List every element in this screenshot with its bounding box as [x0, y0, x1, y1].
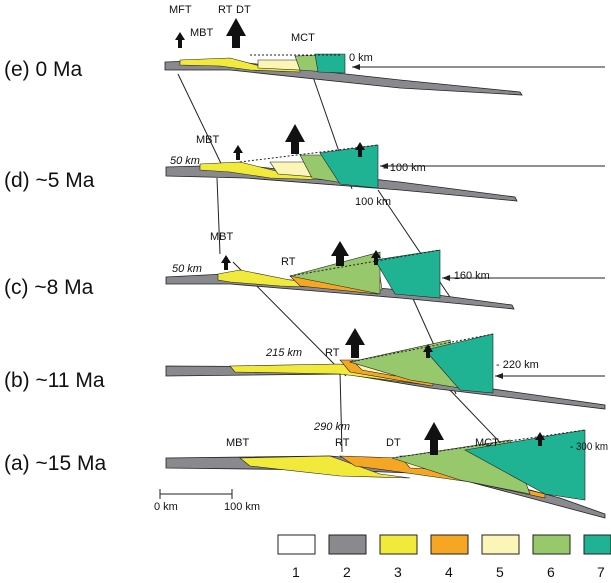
fault-label-rt-a: RT — [335, 437, 350, 449]
distance-e: 0 km — [349, 52, 373, 64]
fault-label-rt-b: RT — [325, 347, 340, 359]
fault-label-mft: MFT — [169, 4, 192, 16]
arrow-c-small-2 — [371, 250, 381, 265]
legend-swatch-6 — [532, 534, 571, 555]
scale-bar — [159, 489, 233, 499]
fault-label-dt-a: DT — [386, 437, 401, 449]
stage-label-d: (d) ~5 Ma — [4, 169, 95, 192]
fault-label-mbt-a: MBT — [226, 437, 250, 449]
scale-end: 100 km — [224, 501, 260, 513]
legend-swatch-5 — [481, 534, 520, 555]
shortening-c: 50 km — [172, 263, 202, 275]
shortening-d: 50 km — [170, 155, 200, 167]
arrow-a-small — [535, 432, 545, 446]
arrow-c-small-1 — [221, 255, 231, 270]
section-c — [165, 249, 515, 310]
fault-label-rt: RT — [218, 4, 233, 16]
arrow-d-big — [285, 124, 305, 154]
arrow-c-big — [331, 241, 349, 266]
legend-swatch-4 — [430, 534, 469, 555]
section-e — [164, 53, 523, 96]
shortening-a: 290 km — [313, 421, 350, 433]
arrow-e-small — [175, 32, 185, 48]
distance-a: - 300 km — [570, 441, 608, 453]
fault-label-rt-c: RT — [281, 256, 296, 268]
distance-c: - 160 km — [447, 270, 490, 282]
fault-label-mbt-c: MBT — [210, 231, 234, 243]
arrow-b-small — [423, 344, 433, 358]
fault-label-mbt: MBT — [190, 27, 214, 39]
legend-label-7: 7 — [597, 564, 605, 580]
shortening-b: 215 km — [265, 347, 302, 359]
slab-arrow-d — [380, 163, 605, 169]
scale-start: 0 km — [154, 501, 178, 513]
depth-d: 100 km — [355, 196, 391, 208]
stage-label-c: (c) ~8 Ma — [4, 276, 94, 299]
arrow-b-big — [345, 328, 365, 358]
stage-label-e: (e) 0 Ma — [4, 58, 83, 81]
section-a — [165, 429, 606, 519]
slab-arrow-b — [495, 373, 605, 379]
arrow-d-small-1 — [233, 145, 243, 160]
fault-label-mct: MCT — [291, 32, 315, 44]
arrow-d-small-2 — [355, 142, 365, 157]
stage-label-b: (b) ~11 Ma — [4, 369, 105, 392]
fault-label-mbt-d: MBT — [196, 134, 220, 146]
fault-label-dt: DT — [236, 4, 251, 16]
legend-label-5: 5 — [496, 564, 504, 580]
legend-label-3: 3 — [394, 564, 402, 580]
arrow-e-big — [226, 18, 246, 48]
fault-label-mct-a: MCT — [475, 437, 499, 449]
legend-label-1: 1 — [292, 564, 300, 580]
legend-label-6: 6 — [547, 564, 555, 580]
section-b — [165, 333, 606, 410]
legend-label-4: 4 — [445, 564, 453, 580]
legend-swatch-7 — [583, 534, 611, 555]
slab-arrow-c — [442, 275, 605, 281]
legend — [277, 534, 611, 555]
arrow-a-big — [424, 422, 444, 455]
section-d — [165, 144, 518, 202]
stage-label-a: (a) ~15 Ma — [4, 452, 106, 475]
legend-label-2: 2 — [343, 564, 351, 580]
legend-swatch-3 — [379, 534, 418, 555]
slab-arrow-e — [352, 64, 605, 70]
legend-swatch-1 — [277, 534, 316, 555]
distance-b: - 220 km — [496, 359, 539, 371]
distance-d: - 100 km — [383, 162, 426, 174]
legend-swatch-2 — [328, 534, 367, 555]
